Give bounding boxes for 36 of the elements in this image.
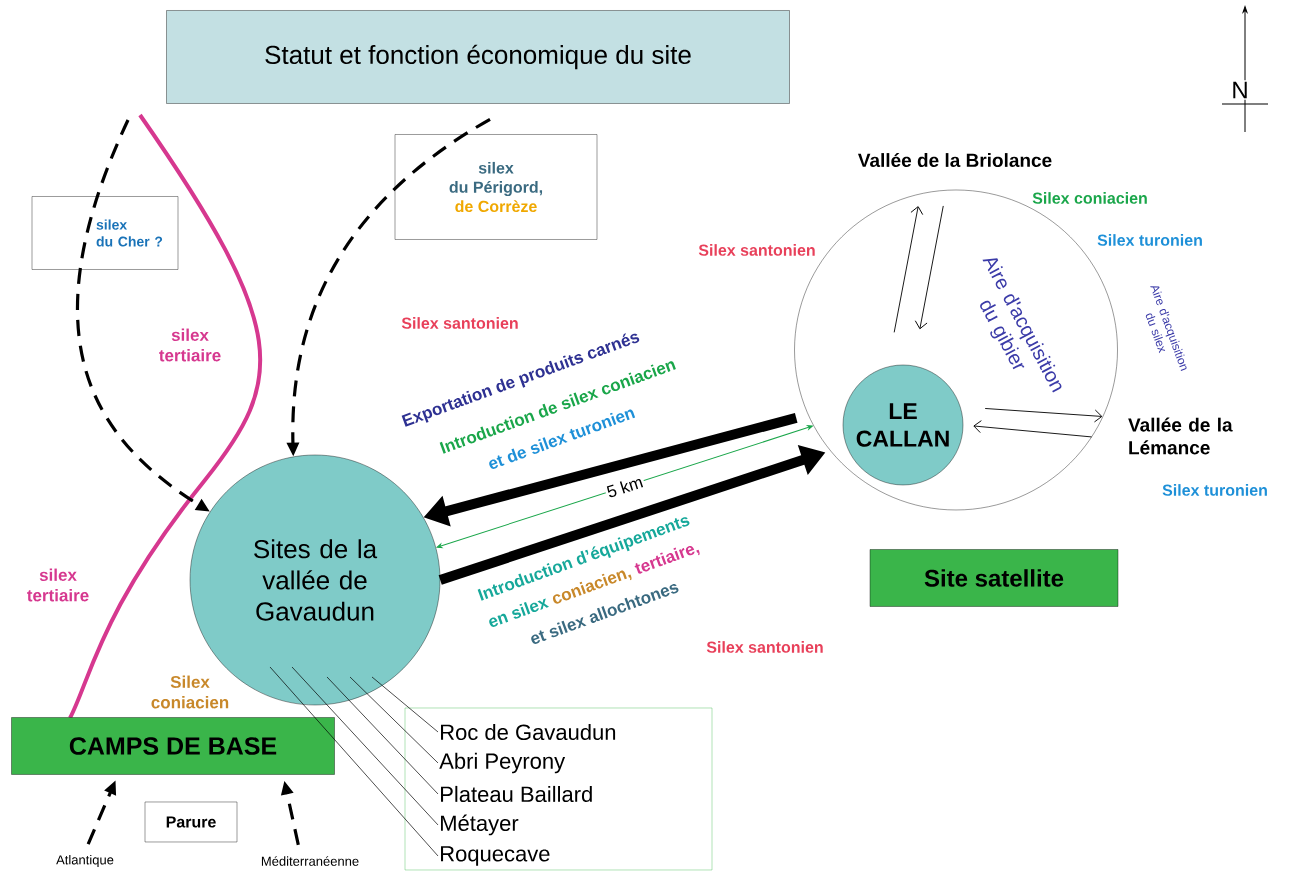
- place-label: Vallée de la Lémance: [1128, 417, 1233, 455]
- label-box: Parure: [144, 801, 238, 843]
- site-name: Abri Peyrony: [439, 752, 566, 774]
- rock-type-label: silex tertiaire: [159, 328, 221, 362]
- rock-type-label: Silex coniacien: [1032, 192, 1147, 204]
- title-box: Statut et fonction économique du site: [166, 10, 790, 104]
- arrow: [973, 420, 1093, 438]
- rock-type-label: Silex turonien: [1097, 234, 1202, 246]
- site-name: Roquecave: [441, 846, 550, 866]
- place-label: Méditerranéenne: [261, 856, 359, 866]
- edge-label: 5 km: [603, 473, 647, 501]
- rock-type-label: silex tertiaire: [27, 568, 89, 602]
- rock-type-label: Silex santonien: [698, 244, 815, 256]
- site-name: Roc de Gavaudun: [441, 723, 616, 741]
- leader-line: [291, 666, 439, 826]
- rock-type-label: Silex santonien: [401, 317, 518, 329]
- rock-type-label: Silex santonien: [706, 641, 823, 653]
- site-type-box: Site satellite: [869, 549, 1119, 607]
- leader-line: [269, 666, 439, 857]
- arrow: [984, 408, 1103, 423]
- source-box: silex du Périgord, de Corrèze: [394, 134, 598, 240]
- leader-line: [349, 676, 439, 764]
- place-label: Vallée de la Briolance: [857, 152, 1052, 168]
- place-label: Atlantique: [56, 854, 114, 868]
- source-box: silex du Cher ?: [31, 196, 179, 270]
- site-list-box: [404, 707, 713, 871]
- site-name: Métayer: [441, 814, 519, 836]
- site-type-box: CAMPS DE BASE: [11, 717, 335, 775]
- double-arrow: [436, 425, 813, 549]
- north-label: N: [1229, 80, 1251, 100]
- leader-line: [326, 676, 439, 795]
- arrow: [914, 205, 944, 330]
- rock-type-label: Silex turonien: [1162, 484, 1267, 496]
- arrow: [893, 206, 924, 333]
- site-name: Plateau Baillard: [441, 785, 592, 803]
- leader-line: [371, 676, 439, 733]
